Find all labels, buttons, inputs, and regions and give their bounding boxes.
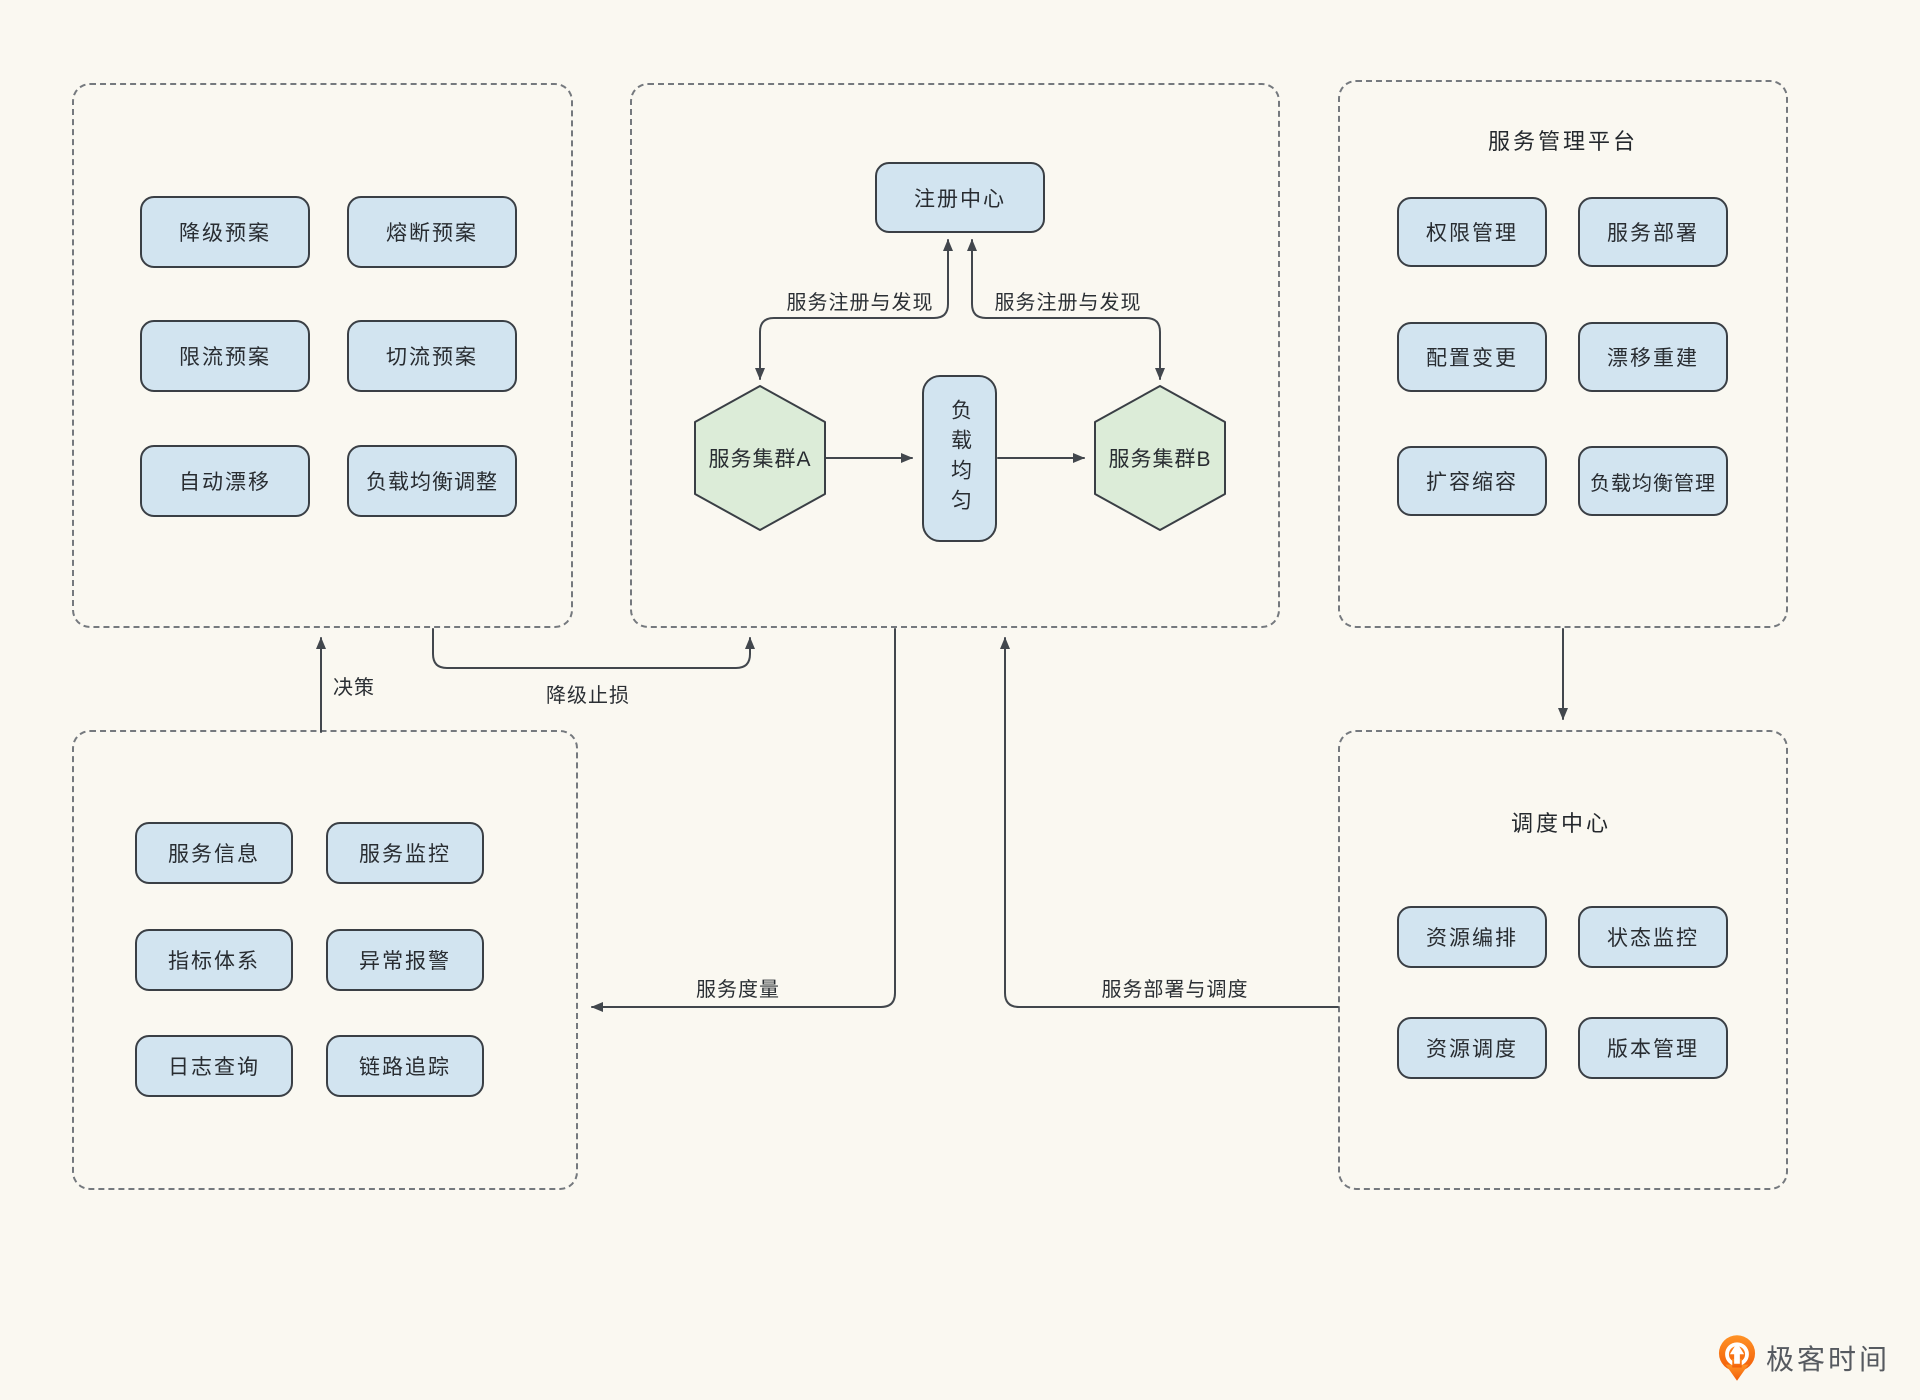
edge-label-measure: 服务度量 bbox=[696, 979, 780, 1001]
node-log-query: 日志查询 bbox=[135, 1035, 293, 1097]
edge-label-degrade: 降级止损 bbox=[546, 685, 630, 707]
node-service-deploy: 服务部署 bbox=[1578, 197, 1728, 267]
node-service-info: 服务信息 bbox=[135, 822, 293, 884]
node-auto-drift: 自动漂移 bbox=[140, 445, 310, 517]
panel-dispatch bbox=[1338, 730, 1788, 1190]
node-alerting: 异常报警 bbox=[326, 929, 484, 991]
panel-service-cluster bbox=[630, 83, 1280, 628]
node-lb-management: 负载均衡管理 bbox=[1578, 446, 1728, 516]
edge-degrade bbox=[432, 628, 755, 669]
node-drift-rebuild: 漂移重建 bbox=[1578, 322, 1728, 392]
node-resource-orchestration: 资源编排 bbox=[1397, 906, 1547, 968]
edge-label-deploy: 服务部署与调度 bbox=[1101, 979, 1249, 1001]
node-status-monitor: 状态监控 bbox=[1578, 906, 1728, 968]
node-ratelimit-plan: 限流预案 bbox=[140, 320, 310, 392]
node-scale: 扩容缩容 bbox=[1397, 446, 1547, 516]
edge-deploy bbox=[1000, 637, 1339, 1008]
node-tracing: 链路追踪 bbox=[326, 1035, 484, 1097]
node-metric-system: 指标体系 bbox=[135, 929, 293, 991]
node-switchflow-plan: 切流预案 bbox=[347, 320, 517, 392]
label-cluster-b: 服务集群B bbox=[1108, 448, 1212, 471]
node-permission-mgmt: 权限管理 bbox=[1397, 197, 1547, 267]
label-cluster-a: 服务集群A bbox=[708, 448, 812, 471]
geektime-pin-icon bbox=[1718, 1335, 1756, 1381]
geektime-logo: 极客时间 bbox=[1718, 1334, 1890, 1382]
node-registry: 注册中心 bbox=[875, 162, 1045, 233]
node-version-mgmt: 版本管理 bbox=[1578, 1017, 1728, 1079]
panel-management bbox=[1338, 80, 1788, 628]
geektime-logo-text: 极客时间 bbox=[1766, 1344, 1891, 1375]
node-service-monitor: 服务监控 bbox=[326, 822, 484, 884]
node-load-balance: 负载均匀 bbox=[922, 375, 997, 542]
node-resource-dispatch: 资源调度 bbox=[1397, 1017, 1547, 1079]
edge-label-registry-left: 服务注册与发现 bbox=[786, 292, 934, 314]
title-dispatch: 调度中心 bbox=[1510, 811, 1611, 836]
node-lb-adjust: 负载均衡调整 bbox=[347, 445, 517, 517]
edge-label-registry-right: 服务注册与发现 bbox=[994, 292, 1142, 314]
title-management: 服务管理平台 bbox=[1487, 129, 1638, 154]
panel-observability bbox=[72, 730, 578, 1190]
node-config-change: 配置变更 bbox=[1397, 322, 1547, 392]
panel-emergency-plans bbox=[72, 83, 573, 628]
node-fuse-plan: 熔断预案 bbox=[347, 196, 517, 268]
edge-label-decision: 决策 bbox=[333, 677, 375, 699]
node-degrade-plan: 降级预案 bbox=[140, 196, 310, 268]
